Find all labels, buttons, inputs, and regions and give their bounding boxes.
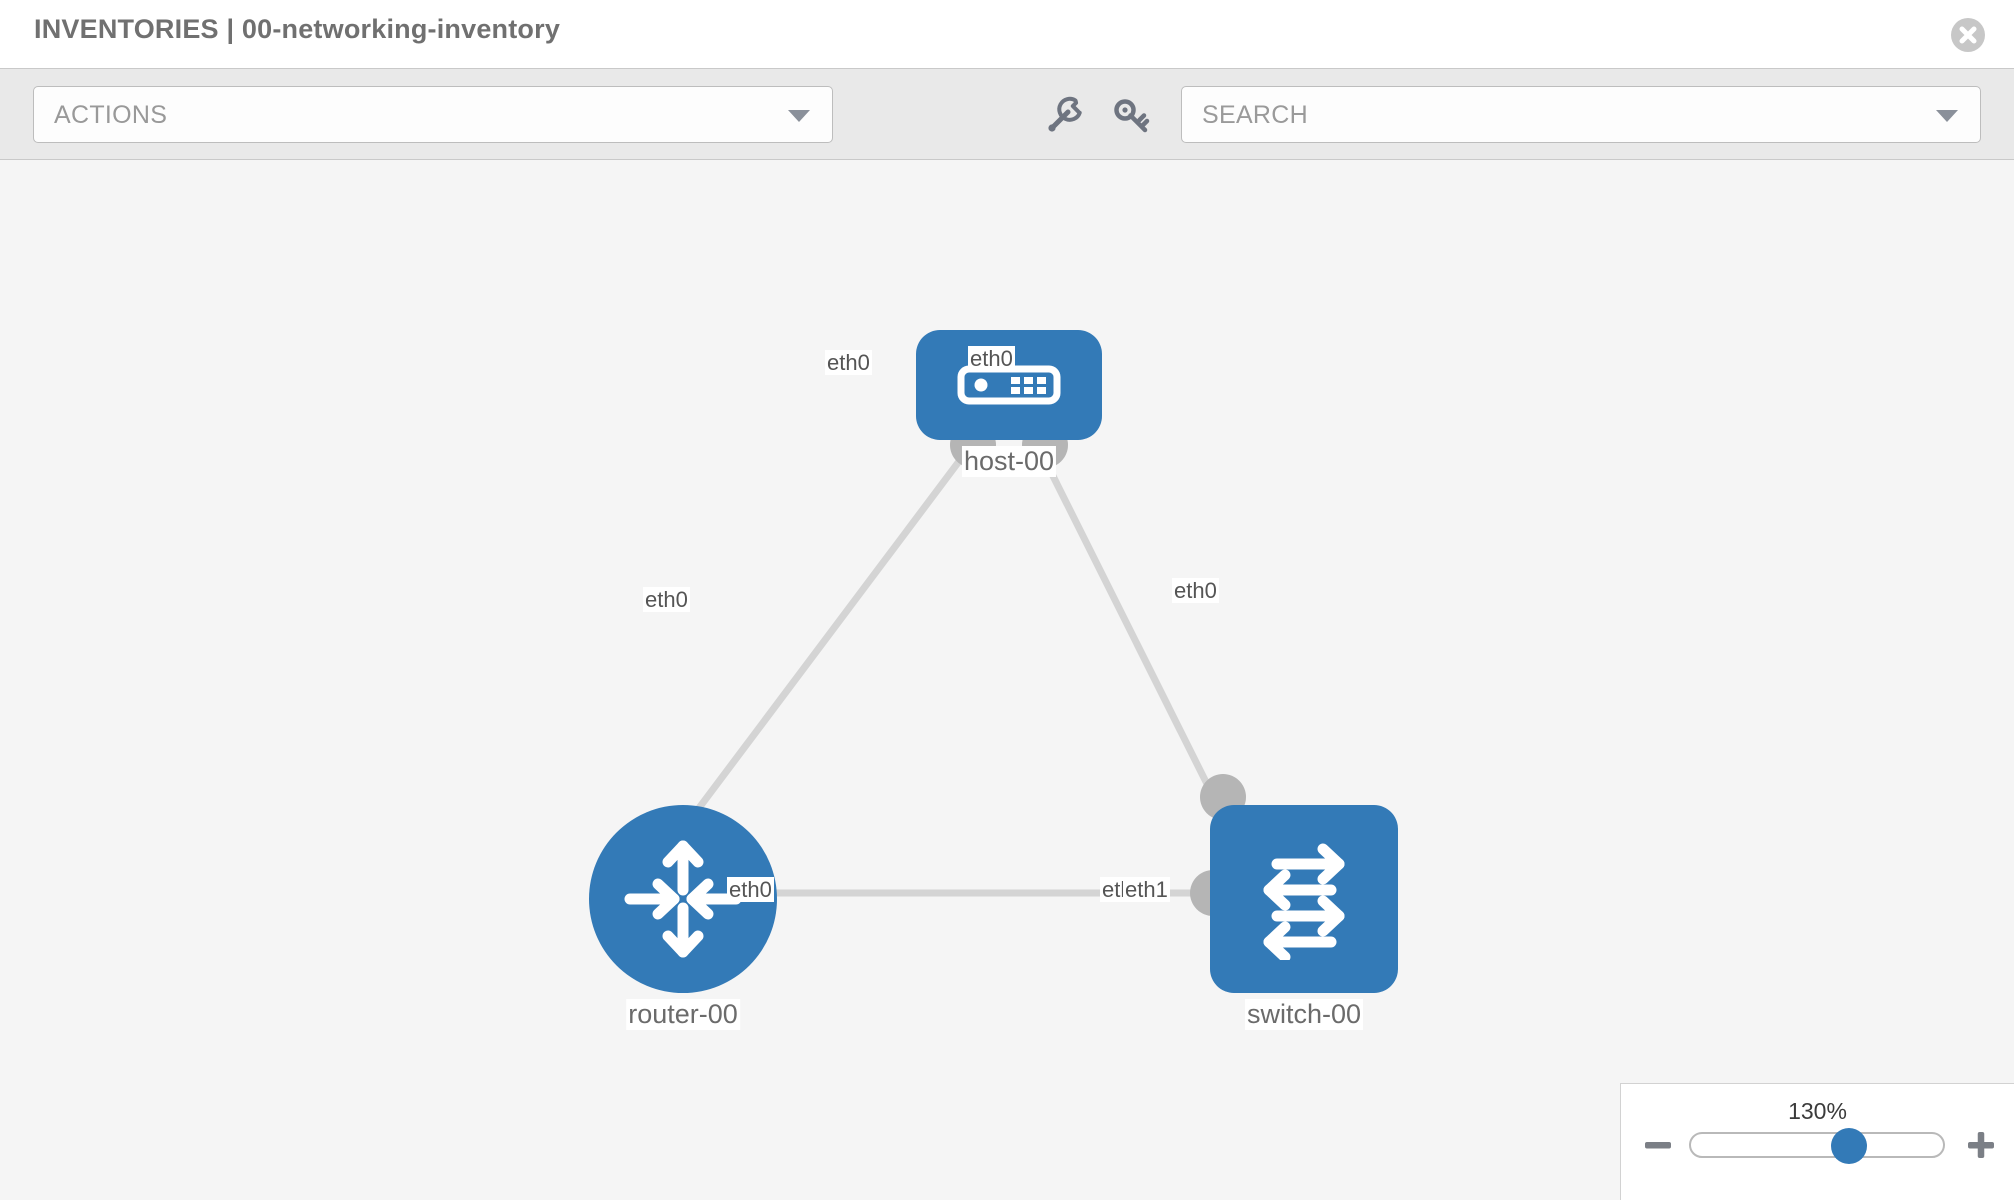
zoom-control-panel: 130% xyxy=(1620,1083,2014,1200)
zoom-slider-thumb[interactable] xyxy=(1831,1128,1867,1164)
edge-label-host-left: eth0 xyxy=(825,350,872,376)
edge-label-router-right: eth0 xyxy=(727,877,774,903)
server-icon xyxy=(957,365,1061,405)
edge-label-host-right: eth0 xyxy=(968,346,1015,372)
toolbar: ACTIONS SEARCH xyxy=(0,69,2014,160)
node-host-00-label: host-00 xyxy=(961,446,1057,477)
topology-links xyxy=(657,437,1244,897)
router-arrows-icon xyxy=(624,840,742,958)
page-header: INVENTORIES | 00-networking-inventory xyxy=(0,0,2014,69)
node-host-00[interactable]: host-00 xyxy=(916,330,1102,477)
node-switch-00-label: switch-00 xyxy=(1244,999,1364,1030)
chevron-down-icon xyxy=(788,109,810,122)
page-title: INVENTORIES | 00-networking-inventory xyxy=(34,14,561,44)
node-switch-00-shape[interactable] xyxy=(1210,805,1398,993)
close-icon[interactable] xyxy=(1951,18,1985,52)
topology-canvas[interactable]: host-00 router-00 xyxy=(0,160,2014,1200)
edge-label-router-up: eth0 xyxy=(643,587,690,613)
actions-dropdown-label: ACTIONS xyxy=(54,101,168,129)
zoom-slider[interactable] xyxy=(1689,1128,1945,1164)
chevron-down-icon xyxy=(1936,109,1958,122)
minus-icon[interactable] xyxy=(1641,1128,1675,1162)
switch-arrows-icon xyxy=(1263,843,1345,960)
edge-label-switch-left-front: eth1 xyxy=(1123,877,1170,903)
search-input[interactable]: SEARCH xyxy=(1181,86,1981,143)
zoom-level-value: 130% xyxy=(1788,1098,1847,1124)
node-router-00-label: router-00 xyxy=(626,999,740,1030)
edge-label-switch-up: eth0 xyxy=(1172,578,1219,604)
search-input-value: SEARCH xyxy=(1202,101,1308,129)
actions-dropdown[interactable]: ACTIONS xyxy=(33,86,833,143)
key-icon[interactable] xyxy=(1110,93,1154,137)
plus-icon[interactable] xyxy=(1964,1128,1998,1162)
node-switch-00[interactable]: switch-00 xyxy=(1210,805,1398,1030)
wrench-icon[interactable] xyxy=(1043,93,1087,137)
